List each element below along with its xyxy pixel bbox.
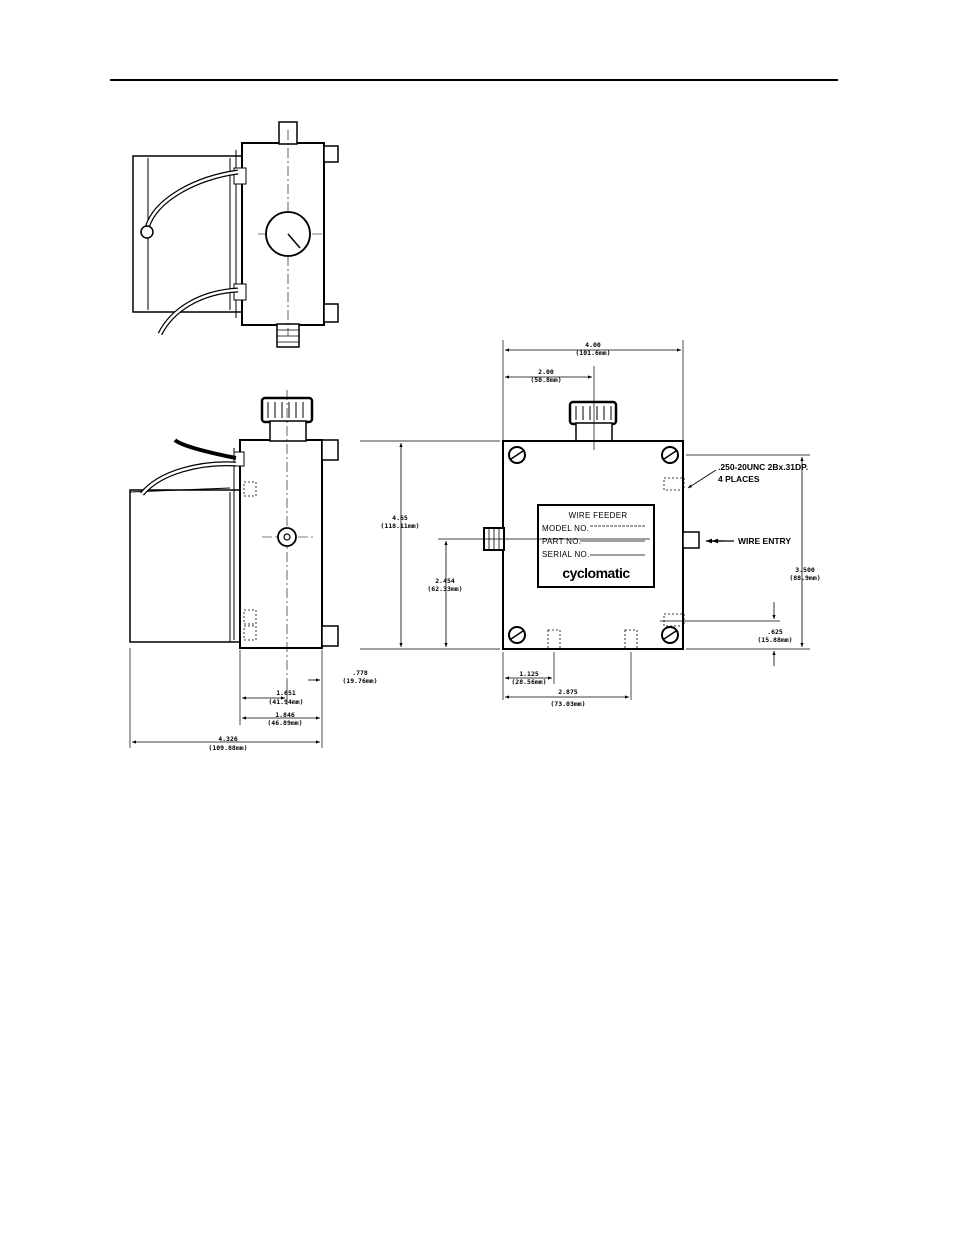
dim-side-overall: 4.326 [218, 735, 238, 743]
dim-overall-width: 4.00 [585, 341, 601, 349]
nameplate-model-label: MODEL NO. [542, 524, 589, 533]
nameplate-brand: cyclomatic [562, 565, 630, 581]
callout-tapped-holes: .250-20UNC 2Bx.31DP. [718, 462, 808, 472]
dim-overall-width-metric: (101.6mm) [575, 349, 610, 357]
dim-side-overall-metric: (109.88mm) [208, 744, 247, 752]
front-view [484, 402, 699, 649]
dim-hole-offset-left: 1.125 [519, 670, 539, 678]
dim-hole-offset-left-metric: (28.56mm) [511, 678, 546, 686]
side-view [130, 390, 338, 680]
dim-side-center: 1.651 [276, 689, 296, 697]
callout-wire-entry: WIRE ENTRY [738, 536, 791, 546]
dim-side-offset-metric: (19.76mm) [342, 677, 377, 685]
dim-overall-height-metric: (118.11mm) [380, 522, 419, 530]
dim-wire-entry-height: 2.454 [435, 577, 455, 585]
dim-hole-offset-bottom: .625 [767, 628, 783, 636]
dim-half-width: 2.00 [538, 368, 554, 376]
dim-hole-spacing-horizontal: 2.875 [558, 688, 578, 696]
nameplate-serial-label: SERIAL NO. [542, 550, 590, 559]
dim-half-width-metric: (50.8mm) [530, 376, 561, 384]
dim-hole-offset-bottom-metric: (15.88mm) [757, 636, 792, 644]
dim-side-body-metric: (46.89mm) [267, 719, 302, 727]
dim-side-center-metric: (41.94mm) [268, 698, 303, 706]
nameplate-part-label: PART NO. [542, 537, 581, 546]
dim-overall-height: 4.65 [392, 514, 408, 522]
dim-side-body: 1.846 [275, 711, 295, 719]
top-view [133, 122, 338, 347]
dim-side-offset: .778 [352, 669, 368, 677]
dim-hole-spacing-vertical: 3.500 [795, 566, 815, 574]
dim-hole-spacing-vertical-metric: (88.9mm) [789, 574, 820, 582]
callout-tapped-holes-count: 4 PLACES [718, 474, 760, 484]
dim-hole-spacing-horizontal-metric: (73.03mm) [550, 700, 585, 708]
nameplate-title: WIRE FEEDER [569, 511, 628, 520]
dim-wire-entry-height-metric: (62.33mm) [427, 585, 462, 593]
